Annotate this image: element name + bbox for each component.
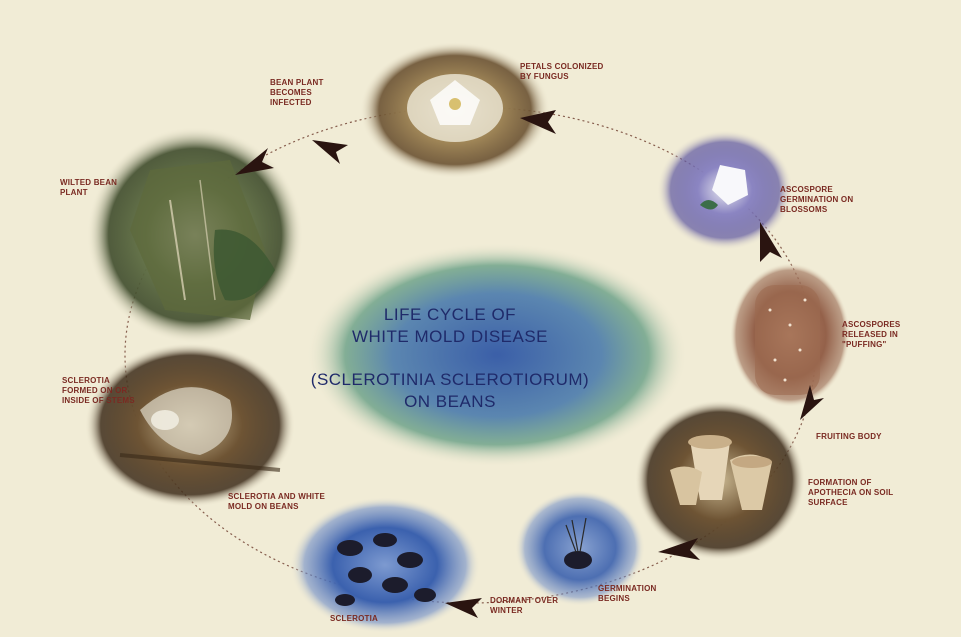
sclerotia-illustration [290,497,480,633]
center-title-line-4: ON BEANS [300,392,600,412]
apothecia-illustration [635,400,805,560]
label-formation-of-apothecia: FORMATION OF APOTHECIA ON SOIL SURFACE [808,478,908,508]
blossom-illustration [657,130,793,250]
label-ascospore-release: ASCOSPORES RELEASED IN "PUFFING" [842,320,932,350]
label-sclerotia: SCLEROTIA [330,614,410,624]
center-title-line-1: LIFE CYCLE OF [300,305,600,325]
label-sclerotia-formed: SCLEROTIA FORMED ON OR INSIDE OF STEMS [62,376,142,406]
ascospores-illustration [730,263,850,407]
label-sclerotia-white-mold: SCLEROTIA AND WHITE MOLD ON BEANS [228,492,338,512]
label-bean-plant-infected: BEAN PLANT BECOMES INFECTED [270,78,340,108]
wilted-bean-plant-illustration [87,127,303,343]
center-title-line-2: WHITE MOLD DISEASE [300,327,600,347]
label-germination: GERMINATION BEGINS [598,584,688,604]
center-title-line-3: (SCLEROTINIA SCLEROTIORUM) [300,370,600,390]
label-fruiting-body: FRUITING BODY [816,432,906,442]
center-title-blob [307,243,687,467]
label-petals-colonized: PETALS COLONIZED BY FUNGUS [520,62,605,82]
label-wilted-bean-plant: WILTED BEAN PLANT [60,178,130,198]
sclerotia-on-stems-illustration [85,343,295,507]
label-ascospore-germination: ASCOSPORE GERMINATION ON BLOSSOMS [780,185,880,215]
label-dormant-over-winter: DORMANT OVER WINTER [490,596,570,616]
